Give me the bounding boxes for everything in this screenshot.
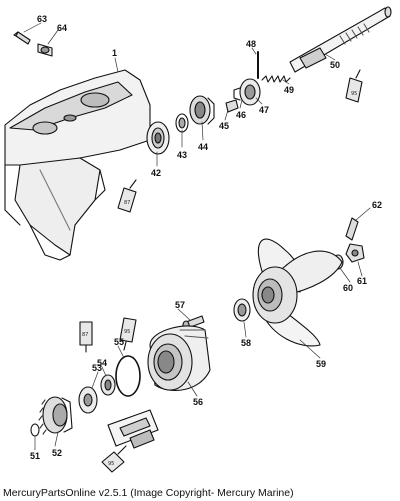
copyright-caption: MercuryPartsOnline v2.5.1 (Image Copyrig… [3, 487, 294, 499]
spring-49 [261, 75, 291, 83]
label-50: 50 [330, 60, 340, 70]
label-46: 46 [236, 110, 246, 120]
sealant-tube-87 [117, 179, 137, 213]
label-44: 44 [198, 142, 208, 152]
label-45: 45 [219, 121, 229, 131]
bolt-62 [345, 217, 359, 241]
tube-tag: 87 [124, 200, 130, 206]
lubricant-tube-95-lower [119, 317, 137, 351]
clutch-47 [233, 78, 261, 106]
propeller-59 [252, 238, 343, 347]
label-56: 56 [193, 397, 203, 407]
label-62: 62 [372, 200, 382, 210]
label-64: 64 [57, 23, 67, 33]
label-54: 54 [97, 358, 107, 368]
label-49: 49 [284, 85, 294, 95]
label-63: 63 [37, 14, 47, 24]
tube-tag: 95 [124, 329, 130, 335]
reverse-gear-52 [38, 396, 73, 435]
bearing-42 [146, 121, 170, 155]
tube-tags: 87 95 87 95 95 [82, 91, 357, 467]
label-48: 48 [246, 39, 256, 49]
thrust-hub-58 [233, 298, 251, 322]
bearing-54 [100, 374, 116, 396]
label-47: 47 [259, 105, 269, 115]
bolt-63 [13, 31, 31, 45]
propeller-shaft-50 [289, 6, 392, 73]
label-53: 53 [92, 363, 102, 373]
part-number-labels: 1 42 43 44 45 46 47 48 49 50 51 52 53 54… [30, 14, 382, 461]
label-61: 61 [357, 276, 367, 286]
tube-tag: 95 [108, 461, 114, 467]
gear-housing [4, 69, 151, 261]
label-57: 57 [175, 300, 185, 310]
sealant-tube-87-lower [79, 321, 93, 353]
tube-tag: 95 [351, 91, 357, 97]
ring-51 [30, 423, 40, 437]
nut-61 [345, 243, 365, 263]
label-51: 51 [30, 451, 40, 461]
label-58: 58 [241, 338, 251, 348]
washer-64 [37, 43, 53, 57]
label-1: 1 [112, 48, 117, 58]
lubricant-tube [345, 69, 363, 103]
ring-43 [175, 113, 189, 133]
bearing-carrier-56 [147, 325, 211, 391]
label-43: 43 [177, 150, 187, 160]
label-42: 42 [151, 168, 161, 178]
label-52: 52 [52, 448, 62, 458]
shift-assembly [107, 409, 159, 449]
label-60: 60 [343, 283, 353, 293]
lubricant-tube-95-bottom [101, 445, 127, 473]
tube-tag: 87 [82, 332, 88, 338]
pinion-gear-44 [189, 95, 215, 125]
label-55: 55 [114, 337, 124, 347]
leader-lines [23, 22, 371, 451]
bearing-53 [78, 386, 98, 414]
o-ring-55 [115, 355, 141, 397]
spacer-45 [225, 99, 239, 113]
label-59: 59 [316, 359, 326, 369]
